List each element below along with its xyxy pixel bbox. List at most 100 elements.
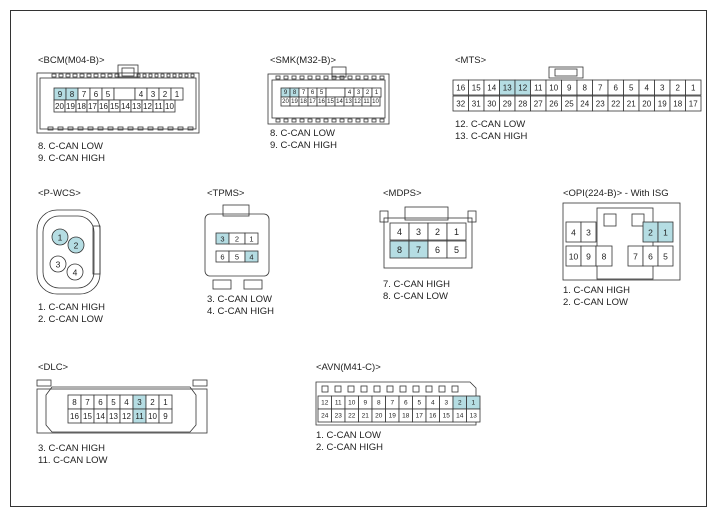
avn-pin-label: 24 (321, 413, 329, 420)
bcm-pin-label: 5 (106, 90, 111, 99)
bcm-tooth (79, 73, 85, 78)
avn-tooth (451, 385, 459, 393)
opi-note-2: 2. C-CAN LOW (563, 297, 628, 308)
pwcs-pin-2 (67, 236, 85, 254)
smk-tooth (323, 75, 329, 80)
bcm-tooth (114, 73, 120, 78)
avn-pin-label: 16 (429, 413, 437, 420)
smk-pin-label: 17 (309, 99, 316, 105)
tpms-pin-label: 3 (220, 235, 224, 244)
mdps-note-2: 8. C-CAN LOW (383, 291, 448, 302)
avn-pin-label: 2 (458, 400, 462, 407)
avn-tooth (425, 385, 433, 393)
mts-notes: 12. C-CAN LOW 13. C-CAN HIGH (455, 119, 527, 143)
bcm-tooth (51, 73, 57, 78)
bcm-tooth (160, 73, 165, 78)
mdps-note-1: 7. C-CAN HIGH (383, 279, 451, 290)
bcm-tooth (172, 73, 177, 78)
bcm-tooth (107, 73, 113, 78)
bcm-tooth (57, 126, 64, 131)
mts-pin-label: 4 (645, 84, 650, 93)
smk-tooth (339, 75, 345, 80)
smk-tooth (331, 75, 337, 80)
bcm-pin-label: 18 (77, 102, 86, 111)
bcm-tooth (136, 73, 141, 78)
mts-pin-label: 30 (487, 100, 496, 109)
opi-pin-label: 4 (571, 228, 576, 238)
mts-pin-label: 29 (503, 100, 512, 109)
smk-tooth (355, 118, 361, 123)
dlc-pin-label: 14 (96, 412, 105, 421)
avn-pin-label: 3 (444, 400, 448, 407)
avn-pin-label: 11 (335, 400, 342, 407)
mts-pin-label: 5 (629, 84, 634, 93)
pwcs-face (42, 215, 95, 289)
dlc-pin-label: 15 (83, 412, 92, 421)
dlc-pin-label: 8 (72, 398, 77, 407)
smk-housing (267, 73, 390, 125)
mdps-pin-label: 3 (416, 227, 421, 237)
smk-pin-label: 11 (363, 99, 370, 105)
bcm-latch (117, 64, 139, 78)
avn-notes: 1. C-CAN LOW 2. C-CAN HIGH (316, 430, 383, 454)
avn-tooth (373, 385, 381, 393)
opi-pin-label: 8 (602, 252, 607, 262)
mts-pin-label: 20 (642, 100, 651, 109)
smk-tooth (371, 75, 377, 80)
avn-housing (315, 381, 477, 426)
smk-pin-label: 3 (357, 90, 361, 96)
mts-pin-label: 26 (549, 100, 558, 109)
pwcs-pin-4 (66, 263, 84, 281)
mts-pin-label: 11 (534, 84, 543, 93)
smk-tooth (291, 75, 297, 80)
mts-latch-inner (554, 68, 578, 77)
avn-pin-label: 1 (471, 400, 475, 407)
mts-pin-label: 16 (456, 84, 465, 93)
tpms-foot (212, 279, 232, 290)
bcm-tooth (93, 73, 99, 78)
smk-face (271, 79, 386, 119)
mts-note-1: 12. C-CAN LOW (455, 119, 526, 130)
bcm-tooth (187, 126, 194, 131)
tpms-title: <TPMS> (207, 188, 245, 199)
avn-pin-label: 13 (470, 413, 478, 420)
avn-pin-13 (466, 408, 481, 423)
bcm-tooth (65, 73, 71, 78)
smk-pin-label: 2 (366, 90, 370, 96)
avn-tooth (321, 385, 329, 393)
bcm-title: <BCM(M04-B)> (38, 55, 105, 66)
opi-pin-label: 3 (586, 228, 591, 238)
bcm-tooth (137, 126, 144, 131)
opi-title: <OPI(224-B)> - With ISG (563, 188, 669, 199)
tpms-note-1: 3. C-CAN LOW (207, 294, 272, 305)
dlc-pin-label: 3 (137, 398, 142, 407)
smk-tooth (275, 75, 281, 80)
bcm-pin-1 (170, 87, 184, 101)
smk-tooth (379, 118, 385, 123)
bcm-pin-label: 9 (58, 90, 63, 99)
smk-latch (331, 66, 347, 78)
dlc-pin-label: 7 (85, 398, 90, 407)
smk-note-2: 9. C-CAN HIGH (270, 140, 338, 151)
smk-pin-label: 4 (348, 90, 352, 96)
mdps-notes: 7. C-CAN HIGH 8. C-CAN LOW (383, 279, 450, 303)
bcm-tooth (166, 73, 171, 78)
smk-tooth (379, 75, 385, 80)
diagram-frame (10, 10, 707, 507)
mdps-pin-label: 2 (435, 227, 440, 237)
bcm-pin-label: 19 (66, 102, 75, 111)
avn-pin-label: 5 (417, 400, 421, 407)
smk-pin-blank (325, 87, 346, 98)
bcm-tooth (184, 73, 189, 78)
mts-pin-label: 15 (472, 84, 481, 93)
bcm-pin-label: 7 (82, 90, 87, 99)
avn-pin-label: 8 (377, 400, 381, 407)
bcm-tooth (190, 73, 195, 78)
mts-pin-label: 28 (518, 100, 527, 109)
mdps-pin-label: 8 (397, 245, 402, 255)
pwcs-pin-label: 3 (56, 260, 61, 270)
bcm-note-1: 8. C-CAN LOW (38, 141, 103, 152)
mts-pin-label: 31 (472, 100, 481, 109)
avn-pin-label: 9 (363, 400, 367, 407)
bcm-tooth (77, 126, 84, 131)
